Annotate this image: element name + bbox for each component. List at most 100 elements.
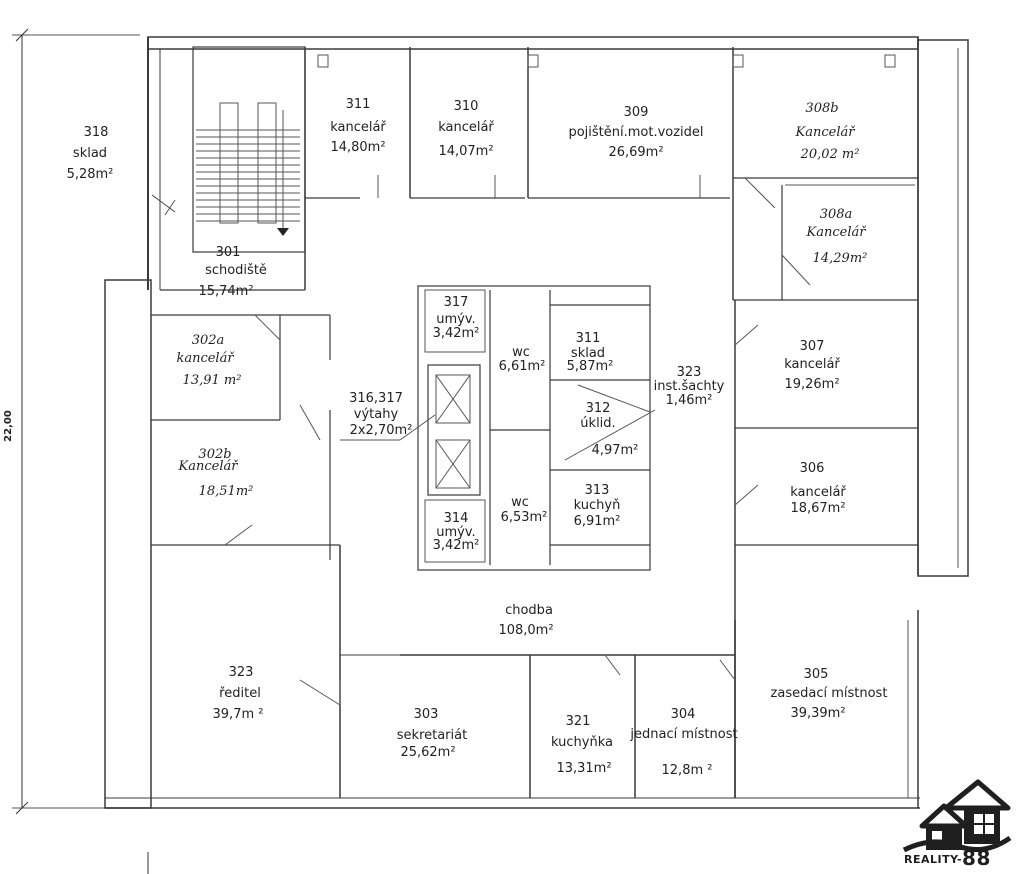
room-text: 18,51m² — [199, 484, 254, 499]
room-text: 6,53m² — [501, 510, 548, 525]
room-text: kuchyňka — [551, 735, 613, 750]
room-label-314: 314 umýv. 3,42m² — [433, 511, 480, 553]
room-text: 4,97m² — [592, 443, 639, 458]
logo-brand: REALITY- — [904, 853, 963, 866]
room-text: jednací místnost — [629, 727, 737, 742]
room-text: 3,42m² — [433, 326, 480, 341]
room-text: sklad — [73, 146, 107, 161]
room-text: umýv. — [436, 312, 475, 327]
room-text: Kancelář — [806, 225, 868, 240]
room-label-chodba: chodba 108,0m² — [498, 603, 553, 638]
outer-walls — [104, 36, 969, 809]
room-label-323a: 323 inst.šachty 1,46m² — [654, 365, 725, 408]
room-text: umýv. — [436, 525, 475, 540]
room-text: kancelář — [784, 357, 840, 372]
room-text: 313 — [585, 483, 610, 498]
room-text: sklad — [571, 346, 605, 361]
core-walls — [340, 285, 656, 571]
room-text: 13,91 m² — [183, 373, 242, 388]
logo-wordmark: REALITY-88 — [904, 846, 1014, 870]
room-label-311a: 311 kancelář 14,80m² — [330, 97, 386, 155]
room-text: kuchyň — [574, 498, 621, 513]
room-text: 3,42m² — [433, 538, 480, 553]
room-text: 19,26m² — [784, 377, 839, 392]
room-text: 309 — [624, 105, 649, 120]
room-text: 2x2,70m² — [350, 423, 413, 438]
room-label-wc1: wc 6,61m² — [499, 345, 546, 374]
room-text: 323 — [229, 665, 254, 680]
room-text: Kancelář — [178, 459, 240, 474]
room-text: kancelář — [438, 120, 494, 135]
room-label-301: 301 schodiště 15,74m² — [198, 245, 266, 299]
room-text: kancelář — [330, 120, 386, 135]
logo-house-icon — [902, 779, 1012, 853]
room-label-323b: 323 ředitel 39,7m ² — [213, 665, 264, 722]
room-text: 306 — [800, 461, 825, 476]
room-label-321: 321 kuchyňka 13,31m² — [551, 714, 613, 776]
room-label-302a: 302a kancelář 13,91 m² — [176, 333, 241, 388]
room-label-302b: 302b Kancelář 18,51m² — [178, 447, 254, 499]
room-label-312: 312 úklid. 4,97m² — [580, 401, 638, 458]
room-text: 5,87m² — [567, 359, 614, 374]
room-text: 305 — [804, 667, 829, 682]
logo-number: 88 — [962, 846, 991, 870]
left-rooms-walls — [151, 199, 341, 798]
room-text: wc — [512, 345, 530, 360]
room-text: 39,39m² — [790, 706, 845, 721]
room-label-303: 303 sekretariát 25,62m² — [397, 707, 467, 760]
room-label-304: 304 jednací místnost 12,8m ² — [629, 707, 737, 778]
room-text: schodiště — [205, 263, 267, 278]
room-text: 5,28m² — [67, 167, 114, 182]
room-label-316-317: 316,317 výtahy 2x2,70m² — [349, 391, 412, 438]
room-text: 18,67m² — [790, 501, 845, 516]
room-text: 15,74m² — [198, 284, 253, 299]
room-label-308a: 308a Kancelář 14,29m² — [806, 207, 868, 266]
room-text: 14,80m² — [330, 140, 385, 155]
room-text: 108,0m² — [498, 623, 553, 638]
room-text: chodba — [505, 603, 553, 618]
room-text: 12,8m ² — [662, 763, 713, 778]
room-label-309: 309 pojištění.mot.vozidel 26,69m² — [568, 105, 703, 160]
room-text: Kancelář — [795, 125, 857, 140]
staircase — [192, 46, 306, 253]
room-text: 308a — [820, 207, 853, 222]
room-text: ředitel — [219, 686, 261, 701]
room-text: inst.šachty — [654, 379, 725, 394]
dimension-line: 22,00 — [3, 28, 140, 815]
room-text: 1,46m² — [666, 393, 713, 408]
room-label-310: 310 kancelář 14,07m² — [438, 99, 494, 159]
room-text: 303 — [414, 707, 439, 722]
room-text: 6,61m² — [499, 359, 546, 374]
room-text: 310 — [454, 99, 479, 114]
right-rooms-walls — [734, 300, 918, 798]
room-label-313: 313 kuchyň 6,91m² — [574, 483, 621, 529]
room-label-305: 305 zasedací místnost 39,39m² — [771, 667, 888, 721]
room-text: wc — [511, 495, 529, 510]
room-text: 317 — [444, 295, 469, 310]
room-text: 321 — [566, 714, 591, 729]
bottom-rooms-walls — [299, 654, 736, 798]
top-offices-walls — [304, 47, 918, 301]
room-text: 311 — [346, 97, 371, 112]
room-text: 301 — [216, 245, 241, 260]
room-text: 26,69m² — [608, 145, 663, 160]
room-text: zasedací místnost — [771, 686, 888, 701]
room-text: 6,91m² — [574, 514, 621, 529]
room-text: sekretariát — [397, 728, 467, 743]
room-label-307: 307 kancelář 19,26m² — [784, 339, 840, 392]
room-text: 13,31m² — [556, 761, 611, 776]
room-text: 311 — [576, 331, 601, 346]
room-text: 14,07m² — [438, 144, 493, 159]
room-text: 20,02 m² — [800, 147, 860, 162]
room-label-wc2: wc 6,53m² — [501, 495, 548, 525]
room-label-311b: 311 sklad 5,87m² — [567, 331, 614, 374]
room-text: kancelář — [176, 351, 235, 366]
room-label-306: 306 kancelář 18,67m² — [790, 461, 846, 516]
room-text: 304 — [671, 707, 696, 722]
room-label-308b: 308b Kancelář 20,02 m² — [795, 101, 860, 162]
room-text: 302a — [192, 333, 225, 348]
room-text: 302b — [198, 447, 231, 462]
room-text: 14,29m² — [813, 251, 868, 266]
room-text: 25,62m² — [400, 745, 455, 760]
